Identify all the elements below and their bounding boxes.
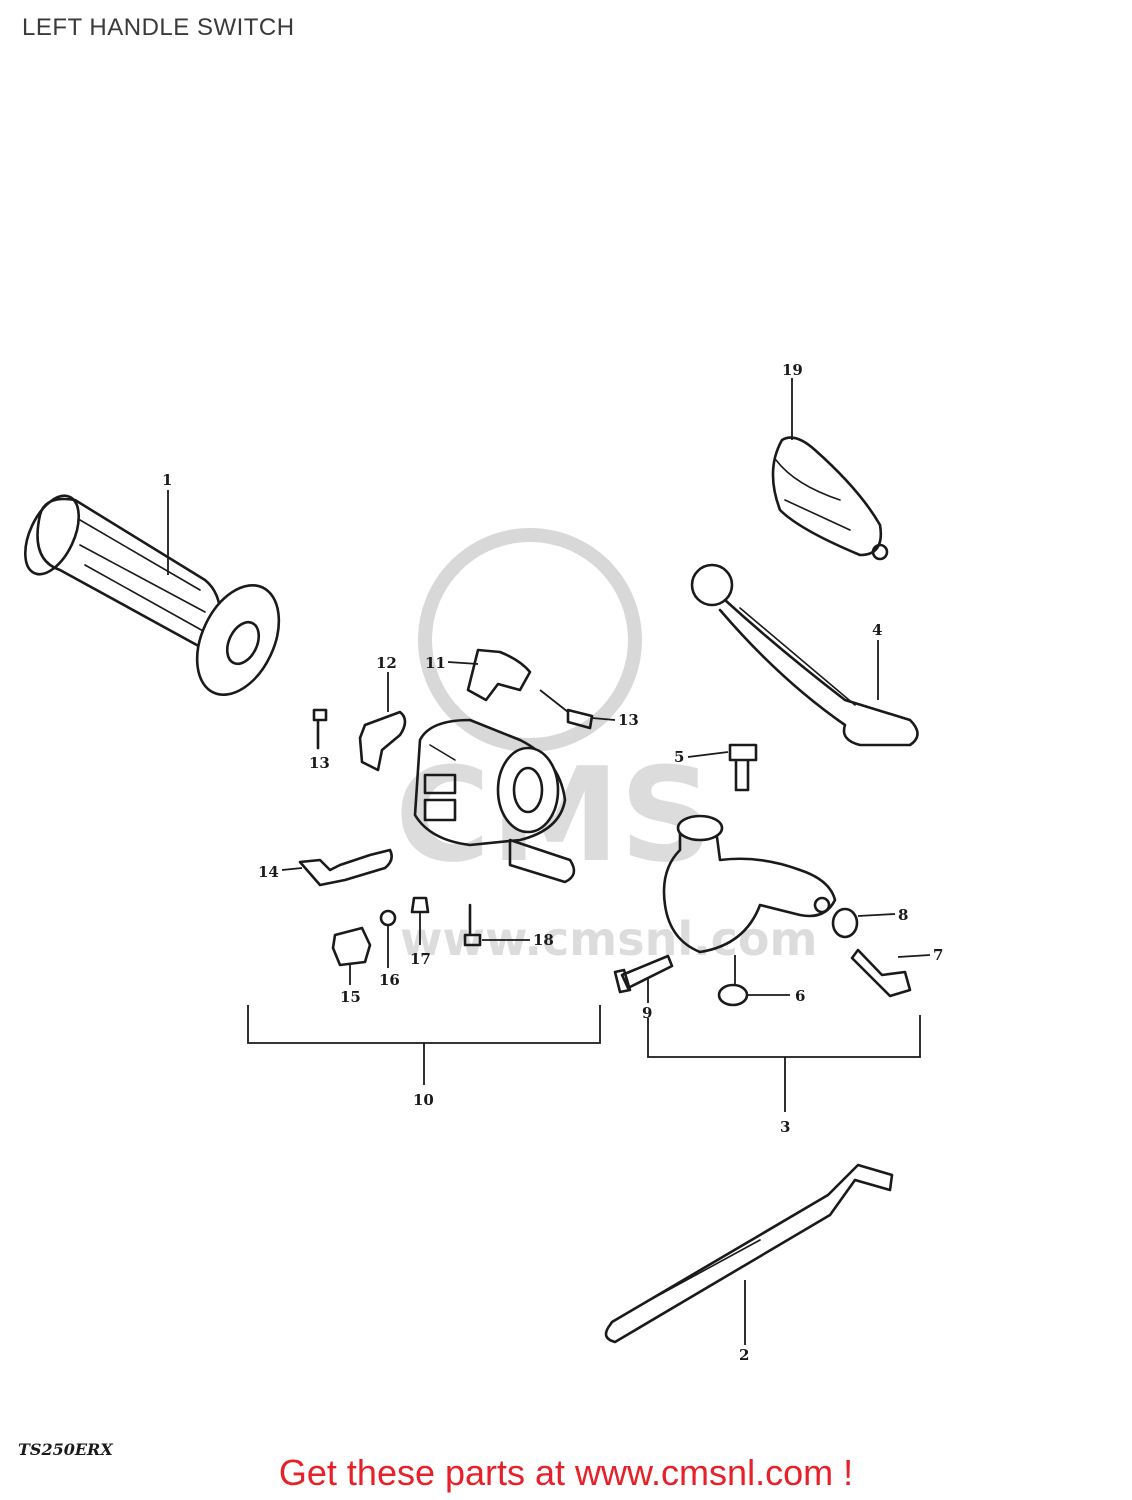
part-washer	[831, 907, 859, 939]
part-clutch-lever	[690, 563, 919, 747]
part-switch-lever	[358, 710, 407, 772]
callout-9: 9	[642, 1004, 652, 1022]
watermark-logo: CMS	[395, 739, 713, 891]
promo-link[interactable]: Get these parts at www.cmsnl.com !	[278, 1452, 854, 1493]
page-title: LEFT HANDLE SWITCH	[22, 14, 295, 41]
part-switch-terminal	[298, 848, 393, 887]
callout-11: 11	[425, 654, 446, 672]
part-adjust-bolt	[850, 948, 912, 998]
part-nut	[717, 983, 749, 1007]
part-spring	[379, 896, 430, 927]
callout-4: 4	[872, 621, 882, 639]
callout-10: 10	[413, 1091, 434, 1109]
callout-5: 5	[674, 748, 684, 766]
part-screw	[312, 708, 594, 750]
callout-19: 19	[782, 361, 803, 379]
part-strap	[604, 1163, 894, 1344]
callout-12: 12	[376, 654, 397, 672]
callout-14: 14	[258, 863, 279, 881]
callout-16: 16	[379, 971, 400, 989]
part-long-screw	[463, 903, 482, 947]
model-code: TS250ERX	[18, 1440, 113, 1459]
part-lever-holder	[662, 814, 837, 954]
callout-17: 17	[410, 950, 431, 968]
part-lever-cover	[771, 436, 889, 561]
watermark: CMS www.cmsnl.com	[395, 528, 817, 966]
callout-13-right: 13	[618, 711, 639, 729]
watermark-url: www.cmsnl.com	[400, 912, 817, 966]
part-pivot-bolt	[728, 743, 758, 792]
callout-8: 8	[898, 906, 908, 924]
callout-2: 2	[739, 1346, 749, 1364]
callout-15: 15	[340, 988, 361, 1006]
callouts: 1 19 4 12 11 13 13 5 14 8	[162, 361, 943, 1364]
part-switch-knob	[466, 648, 532, 702]
callout-6: 6	[795, 987, 805, 1005]
callout-3: 3	[780, 1118, 790, 1136]
part-grip	[24, 494, 281, 697]
part-holder-bolt	[613, 954, 674, 994]
callout-7: 7	[933, 946, 943, 964]
callout-13-left: 13	[309, 754, 330, 772]
callout-1: 1	[162, 471, 172, 489]
part-button	[331, 926, 372, 967]
callout-18: 18	[533, 931, 554, 949]
part-switch-housing	[413, 718, 576, 884]
